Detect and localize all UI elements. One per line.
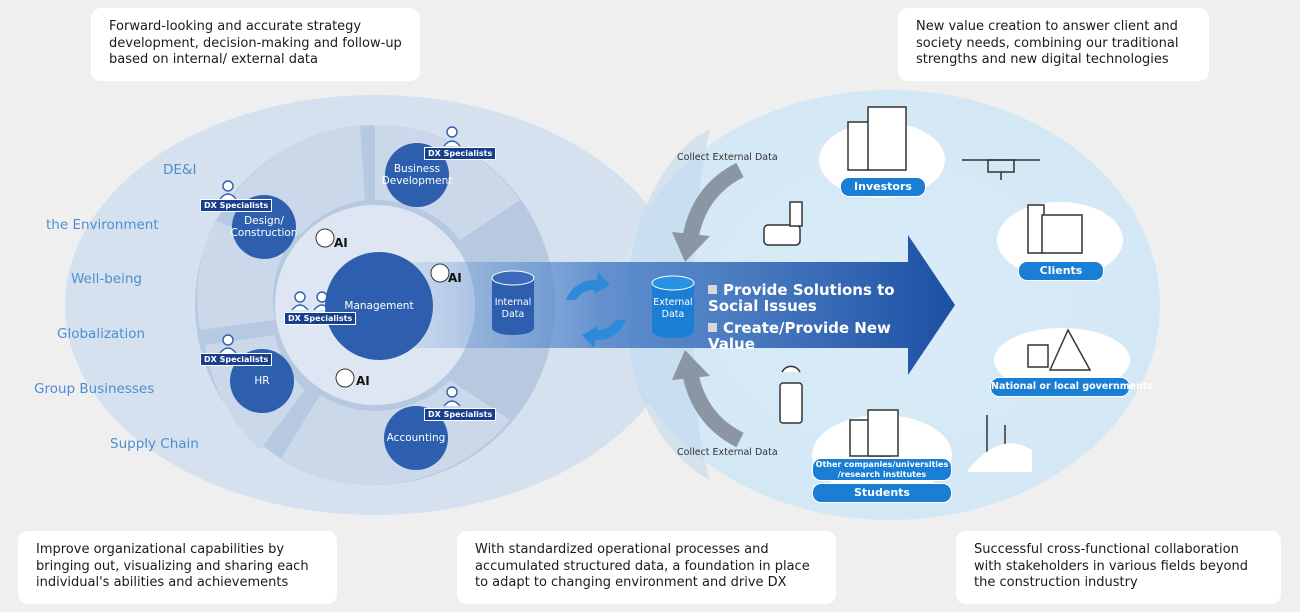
accounting-label: Accounting xyxy=(386,432,446,444)
management-label: Management xyxy=(344,300,414,312)
label-wellbeing: Well-being xyxy=(71,271,142,287)
hr-label: HR xyxy=(254,375,270,387)
students-pill: Students xyxy=(812,483,952,503)
bottom-left-box: Improve organizational capabilities by b… xyxy=(18,531,337,604)
label-supply-chain: Supply Chain xyxy=(110,436,199,452)
external-data-label: External Data xyxy=(653,297,693,320)
other-companies-pill: Other companies/universities /research i… xyxy=(812,458,952,481)
internal-data-label: Internal Data xyxy=(494,297,532,320)
accounting-node: Accounting xyxy=(384,406,448,470)
bottom-right-box: Successful cross-functional collaboratio… xyxy=(956,531,1281,604)
ai-label-1: AI xyxy=(334,236,348,250)
bottom-center-box: With standardized operational processes … xyxy=(457,531,836,604)
label-globalization: Globalization xyxy=(57,326,146,342)
solution-2: Create/Provide New Value xyxy=(708,320,938,352)
solution-2-text: Create/Provide New Value xyxy=(708,319,891,353)
investors-pill: Investors xyxy=(840,177,926,197)
dx-tag-hr: DX Specialists xyxy=(200,353,273,366)
governments-pill: National or local governments xyxy=(990,377,1153,397)
label-group-businesses: Group Businesses xyxy=(34,381,155,397)
label-dei: DE&I xyxy=(163,162,197,178)
top-left-box: Forward-looking and accurate strategy de… xyxy=(91,8,420,81)
dx-tag-accounting: DX Specialists xyxy=(424,408,497,421)
dx-tag-business: DX Specialists xyxy=(424,147,497,160)
collect-label-top: Collect External Data xyxy=(677,152,778,163)
label-environment: the Environment xyxy=(46,217,159,233)
collect-label-bottom: Collect External Data xyxy=(677,447,778,458)
business-development-label: Business Development xyxy=(381,163,453,187)
dx-tag-design: DX Specialists xyxy=(200,199,273,212)
ai-label-3: AI xyxy=(356,374,370,388)
clients-pill: Clients xyxy=(1018,261,1104,281)
design-construction-label: Design/ Construction xyxy=(230,215,298,239)
ai-label-2: AI xyxy=(448,271,462,285)
dx-tag-management: DX Specialists xyxy=(284,312,357,325)
solution-1: Provide Solutions to Social Issues xyxy=(708,282,898,314)
external-db xyxy=(652,283,694,338)
solution-1-text: Provide Solutions to Social Issues xyxy=(708,281,895,315)
management-node: Management xyxy=(325,252,433,360)
top-right-box: New value creation to answer client and … xyxy=(898,8,1209,81)
